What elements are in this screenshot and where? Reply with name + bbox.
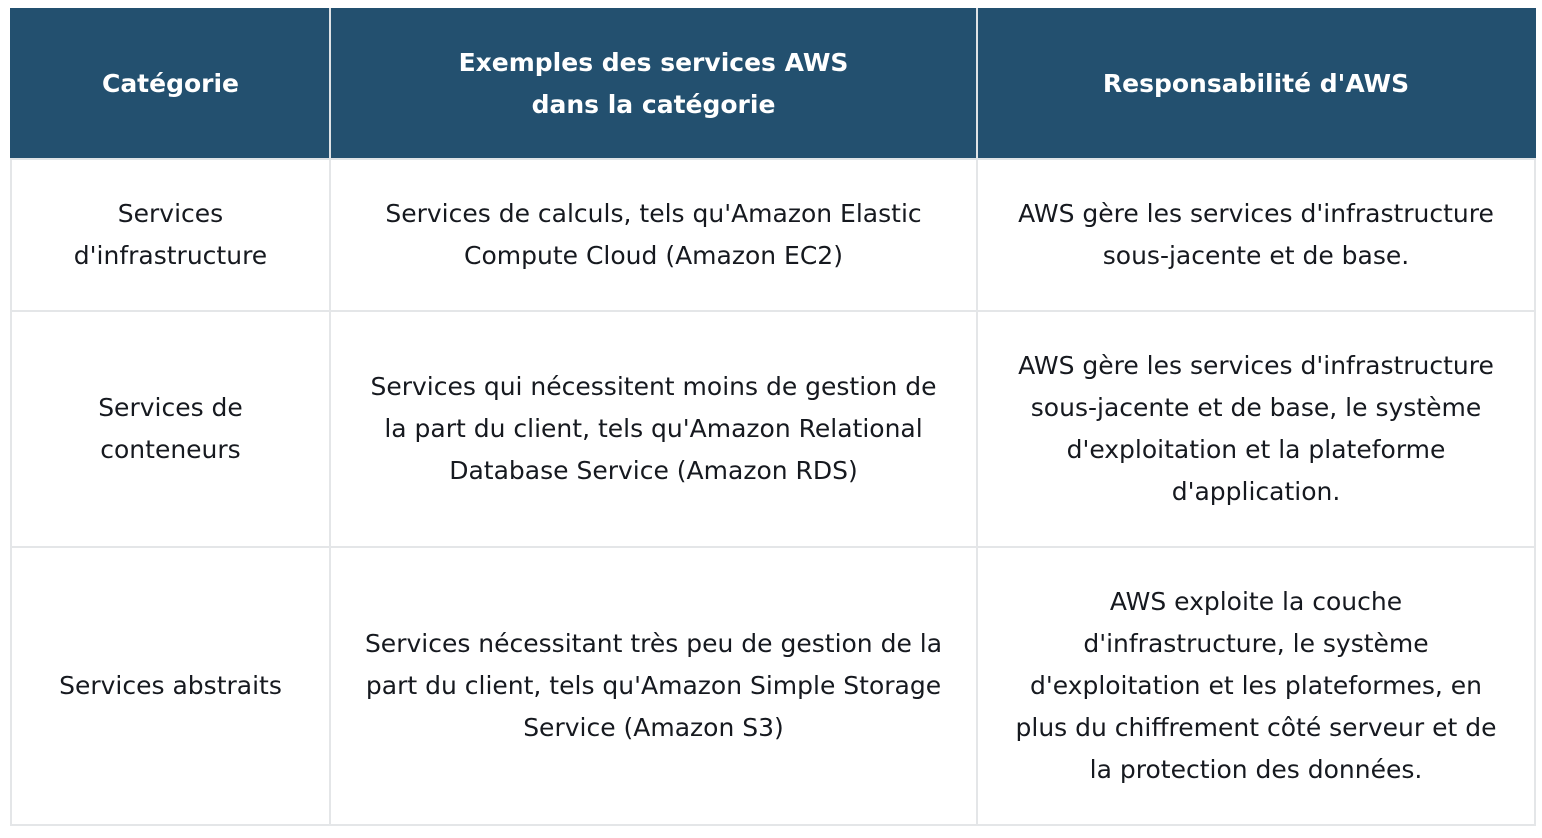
cell-line: d'infrastructure, le système [1083, 629, 1429, 658]
cell-responsibility: AWS gère les services d'infrastructure s… [976, 158, 1536, 312]
cell-line: AWS gère les services d'infrastructure [1018, 199, 1494, 228]
cell-category: Services de conteneurs [10, 310, 331, 548]
cell-line: Compute Cloud (Amazon EC2) [464, 241, 843, 270]
cell-line: part du client, tels qu'Amazon Simple St… [365, 671, 942, 700]
header-examples: Exemples des services AWS dans la catégo… [329, 8, 978, 160]
cell-line: d'exploitation et les plateformes, en [1029, 671, 1483, 700]
header-category: Catégorie [10, 8, 331, 160]
cell-line: Service (Amazon S3) [523, 713, 784, 742]
cell-line: d'infrastructure [73, 241, 268, 270]
cell-line: Services nécessitant très peu de gestion… [364, 629, 943, 658]
cell-line: Services qui nécessitent moins de gestio… [370, 372, 937, 401]
cell-examples: Services nécessitant très peu de gestion… [329, 546, 978, 826]
table-row: Services d'infrastructure Services de ca… [10, 158, 1536, 312]
cell-line: Services de [98, 393, 243, 422]
cell-line: plus du chiffrement côté serveur et de [1015, 713, 1497, 742]
cell-line: Services [117, 199, 224, 228]
cell-line: d'exploitation et la plateforme [1066, 435, 1446, 464]
table-row: Services de conteneurs Services qui néce… [10, 310, 1536, 548]
table-row: Services abstraits Services nécessitant … [10, 546, 1536, 826]
cell-line: conteneurs [100, 435, 241, 464]
cell-responsibility: AWS exploite la couche d'infrastructure,… [976, 546, 1536, 826]
header-line: Responsabilité d'AWS [1102, 69, 1410, 98]
header-line: dans la catégorie [531, 90, 776, 119]
header-line: Catégorie [101, 69, 240, 98]
cell-line: la protection des données. [1089, 755, 1423, 784]
table-header-row: Catégorie Exemples des services AWS dans… [10, 8, 1536, 160]
cell-line: Database Service (Amazon RDS) [449, 456, 858, 485]
cell-line: AWS exploite la couche [1109, 587, 1403, 616]
cell-line: la part du client, tels qu'Amazon Relati… [384, 414, 923, 443]
cell-line: AWS gère les services d'infrastructure [1018, 351, 1494, 380]
header-responsibility: Responsabilité d'AWS [976, 8, 1536, 160]
cell-category: Services d'infrastructure [10, 158, 331, 312]
cell-examples: Services de calculs, tels qu'Amazon Elas… [329, 158, 978, 312]
cell-line: d'application. [1171, 477, 1341, 506]
cell-responsibility: AWS gère les services d'infrastructure s… [976, 310, 1536, 548]
cell-examples: Services qui nécessitent moins de gestio… [329, 310, 978, 548]
cell-category: Services abstraits [10, 546, 331, 826]
cell-line: Services de calculs, tels qu'Amazon Elas… [385, 199, 922, 228]
header-line: Exemples des services AWS [458, 48, 849, 77]
cell-line: Services abstraits [59, 671, 282, 700]
cell-line: sous-jacente et de base, le système [1030, 393, 1482, 422]
responsibility-table-container: Catégorie Exemples des services AWS dans… [10, 8, 1536, 826]
responsibility-table: Catégorie Exemples des services AWS dans… [10, 8, 1536, 826]
cell-line: sous-jacente et de base. [1102, 241, 1410, 270]
